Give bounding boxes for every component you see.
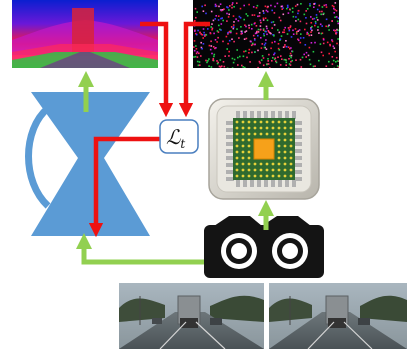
svg-text:ℒt: ℒt (166, 125, 185, 151)
loss-symbol: ℒ (166, 125, 181, 149)
arrow-camera-to-network (75, 232, 204, 265)
input-image-left (119, 283, 264, 349)
depth-map-image (12, 0, 158, 68)
hourglass-encoder-decoder-icon (25, 92, 150, 236)
input-image-right (269, 283, 407, 349)
point-cloud-image (193, 0, 339, 68)
arrow-depth-to-loss (140, 21, 174, 118)
loss-subscript: t (180, 137, 185, 151)
processor-chip-icon (208, 98, 320, 200)
stereo-camera-icon (204, 216, 324, 278)
loss-box: ℒt (159, 119, 199, 154)
arrow-loss-to-network (88, 136, 160, 238)
arrow-cloud-to-loss (178, 21, 210, 118)
